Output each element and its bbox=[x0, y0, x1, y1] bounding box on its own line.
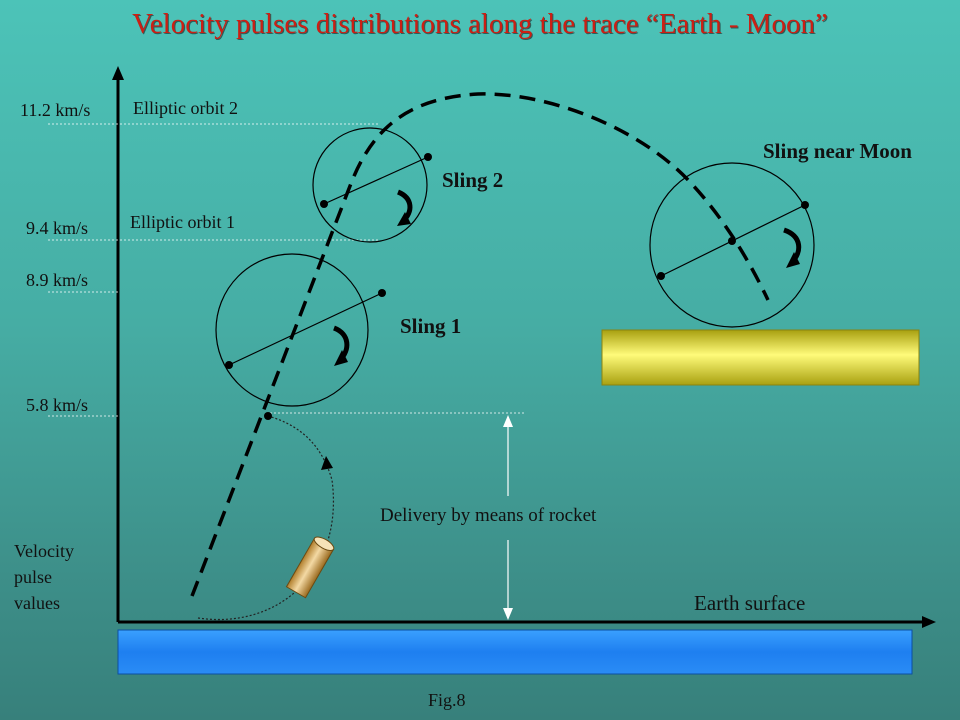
rotation-arrow-icon bbox=[396, 189, 413, 226]
velocity-axis-label-line-1: Velocity bbox=[14, 541, 74, 561]
delivery-label: Delivery by means of rocket bbox=[380, 505, 597, 526]
sling-1-label: Sling 1 bbox=[400, 314, 462, 338]
rocket-arc bbox=[197, 415, 334, 620]
earth-surface-label: Earth surface bbox=[694, 591, 806, 615]
trajectory-path bbox=[190, 92, 770, 597]
figure-caption: Fig.8 bbox=[428, 690, 466, 710]
sling-near-moon bbox=[649, 162, 815, 328]
sling-2 bbox=[312, 127, 432, 243]
elliptic-orbit-1-label: Elliptic orbit 1 bbox=[130, 212, 235, 232]
delivery-arrow bbox=[503, 415, 513, 620]
velocity-label-9-4: 9.4 km/s bbox=[26, 218, 89, 238]
page-title: Velocity pulses distributions along the … bbox=[132, 8, 828, 40]
sling-1 bbox=[215, 253, 386, 420]
velocity-axis-label-line-2: pulse bbox=[14, 567, 52, 587]
rotation-arrow-icon bbox=[332, 325, 350, 366]
velocity-label-11-2: 11.2 km/s bbox=[20, 100, 91, 120]
velocity-label-5-8: 5.8 km/s bbox=[26, 395, 89, 415]
axes bbox=[112, 66, 936, 628]
elliptic-orbit-2-label: Elliptic orbit 2 bbox=[133, 98, 238, 118]
velocity-guides bbox=[48, 123, 524, 417]
velocity-axis-label: Velocity pulse values bbox=[14, 538, 74, 616]
rotation-arrow-icon bbox=[783, 227, 802, 268]
earth-bar bbox=[117, 629, 913, 675]
velocity-axis-label-line-3: values bbox=[14, 593, 60, 613]
rocket-arc-arrowhead bbox=[321, 456, 333, 470]
rocket-icon bbox=[285, 536, 335, 599]
velocity-label-8-9: 8.9 km/s bbox=[26, 270, 89, 290]
moon-bar bbox=[601, 329, 920, 386]
sling-near-moon-label: Sling near Moon bbox=[763, 139, 912, 163]
sling-2-label: Sling 2 bbox=[442, 168, 504, 192]
